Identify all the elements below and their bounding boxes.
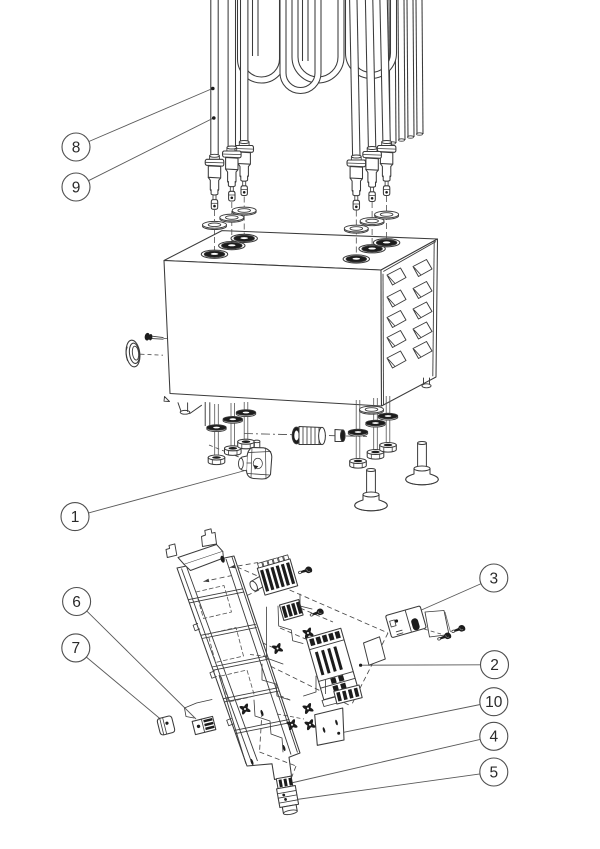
svg-text:6: 6 [72,594,81,611]
svg-text:5: 5 [489,764,498,781]
svg-text:1: 1 [71,509,80,526]
svg-text:9: 9 [72,179,81,196]
svg-text:2: 2 [490,657,499,674]
svg-text:7: 7 [71,640,80,657]
svg-text:8: 8 [72,139,81,156]
svg-text:10: 10 [485,694,503,711]
svg-text:3: 3 [489,570,498,587]
svg-text:4: 4 [489,729,498,746]
